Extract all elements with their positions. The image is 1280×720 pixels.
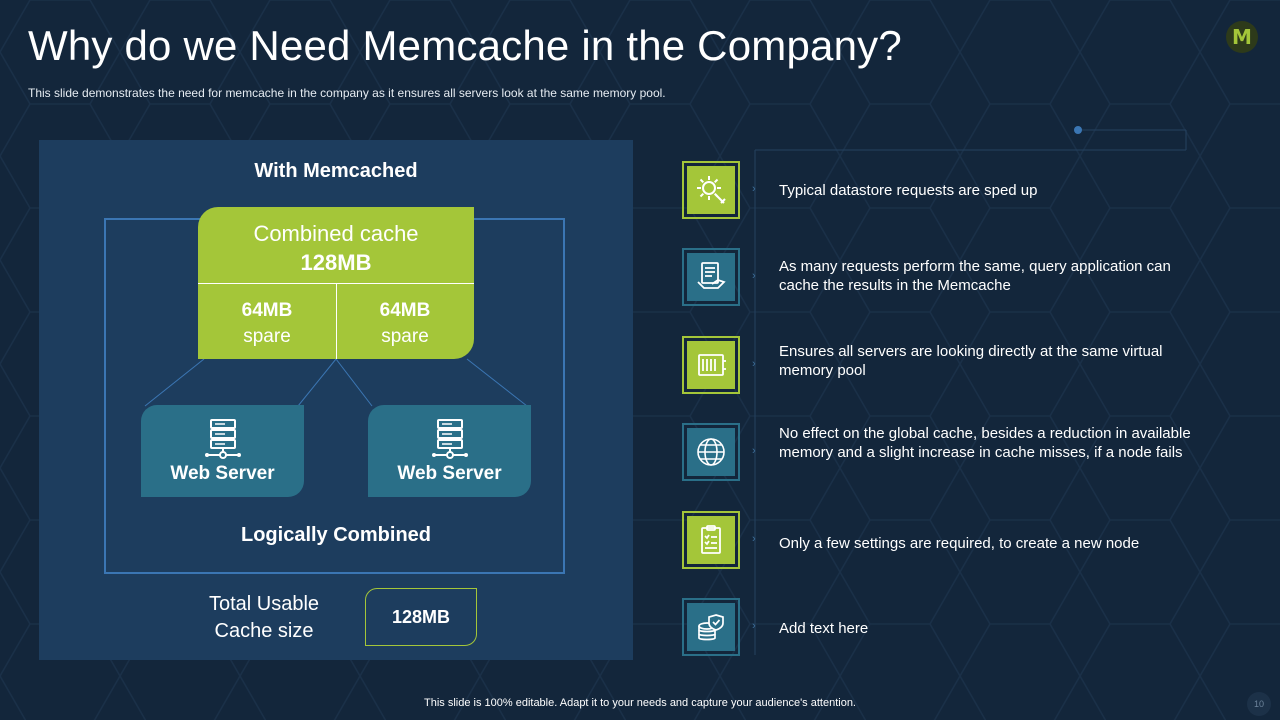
combined-cache-label: Combined cache: [253, 221, 419, 246]
benefit-icon-box: [682, 248, 740, 306]
globe-icon: [697, 438, 725, 466]
benefit-icon-box: [682, 598, 740, 656]
spare-left-size: 64MB: [241, 300, 293, 321]
slide-footer: This slide is 100% editable. Adapt it to…: [424, 697, 856, 709]
combined-cache-size: 128MB: [300, 250, 372, 275]
spare-left: 64MB spare: [198, 298, 336, 350]
web-server-left: Web Server: [141, 405, 304, 497]
web-server-right: Web Server: [368, 405, 531, 497]
gear-wrench-icon: [697, 176, 726, 204]
benefit-icon-box: [682, 161, 740, 219]
logically-combined-label: Logically Combined: [240, 524, 432, 546]
total-usable-line2: Cache size: [214, 620, 314, 642]
chevron-right-icon: ›: [752, 445, 756, 457]
benefit-text-5: Only a few settings are required, to cre…: [779, 535, 1140, 552]
server-icon: [205, 419, 241, 459]
web-server-label: Web Server: [397, 463, 502, 484]
benefit-text-2: As many requests perform the same, query…: [779, 258, 1171, 294]
chevron-right-icon: ›: [752, 270, 756, 282]
diagram-heading: With Memcached: [254, 160, 418, 182]
chevron-right-icon: ›: [752, 183, 756, 195]
page-number: 10: [1247, 692, 1271, 716]
chevron-right-icon: ›: [752, 620, 756, 632]
total-usable-line1: Total Usable: [208, 593, 320, 615]
web-server-label: Web Server: [170, 463, 275, 484]
spare-right-size: 64MB: [379, 300, 431, 321]
spare-left-label: spare: [243, 326, 291, 347]
server-icon: [432, 419, 468, 459]
spare-right: 64MB spare: [336, 298, 474, 350]
database-shield-icon: [698, 614, 724, 641]
memcached-diagram-panel: With Memcached Combined cache 128MB 64MB…: [39, 140, 633, 660]
total-usable-label: Total Usable Cache size: [189, 591, 339, 645]
benefit-icon-box: [682, 423, 740, 481]
clipboard-checklist-icon: [701, 525, 721, 554]
brand-logo-icon: M: [1226, 21, 1258, 53]
chevron-right-icon: ›: [752, 358, 756, 370]
benefit-text-1: Typical datastore requests are sped up: [779, 182, 1038, 199]
chevron-right-icon: ›: [752, 533, 756, 545]
combined-cache-block: Combined cache 128MB 64MB spare 64MB spa…: [198, 207, 474, 359]
benefit-icon-box: [682, 511, 740, 569]
combined-cache-heading: Combined cache 128MB: [198, 219, 474, 277]
page-title: Why do we Need Memcache in the Company?: [28, 22, 902, 69]
benefit-text-4: No effect on the global cache, besides a…: [779, 425, 1191, 461]
memory-chip-icon: [698, 354, 726, 376]
cache-divider-vertical: [336, 283, 337, 359]
total-usable-value: 128MB: [365, 588, 477, 646]
benefit-text-6: Add text here: [779, 620, 869, 637]
document-hand-icon: [697, 262, 726, 289]
spare-right-label: spare: [381, 326, 429, 347]
benefit-text-3: Ensures all servers are looking directly…: [779, 343, 1163, 379]
page-subtitle: This slide demonstrates the need for mem…: [28, 86, 666, 100]
benefit-icon-box: [682, 336, 740, 394]
